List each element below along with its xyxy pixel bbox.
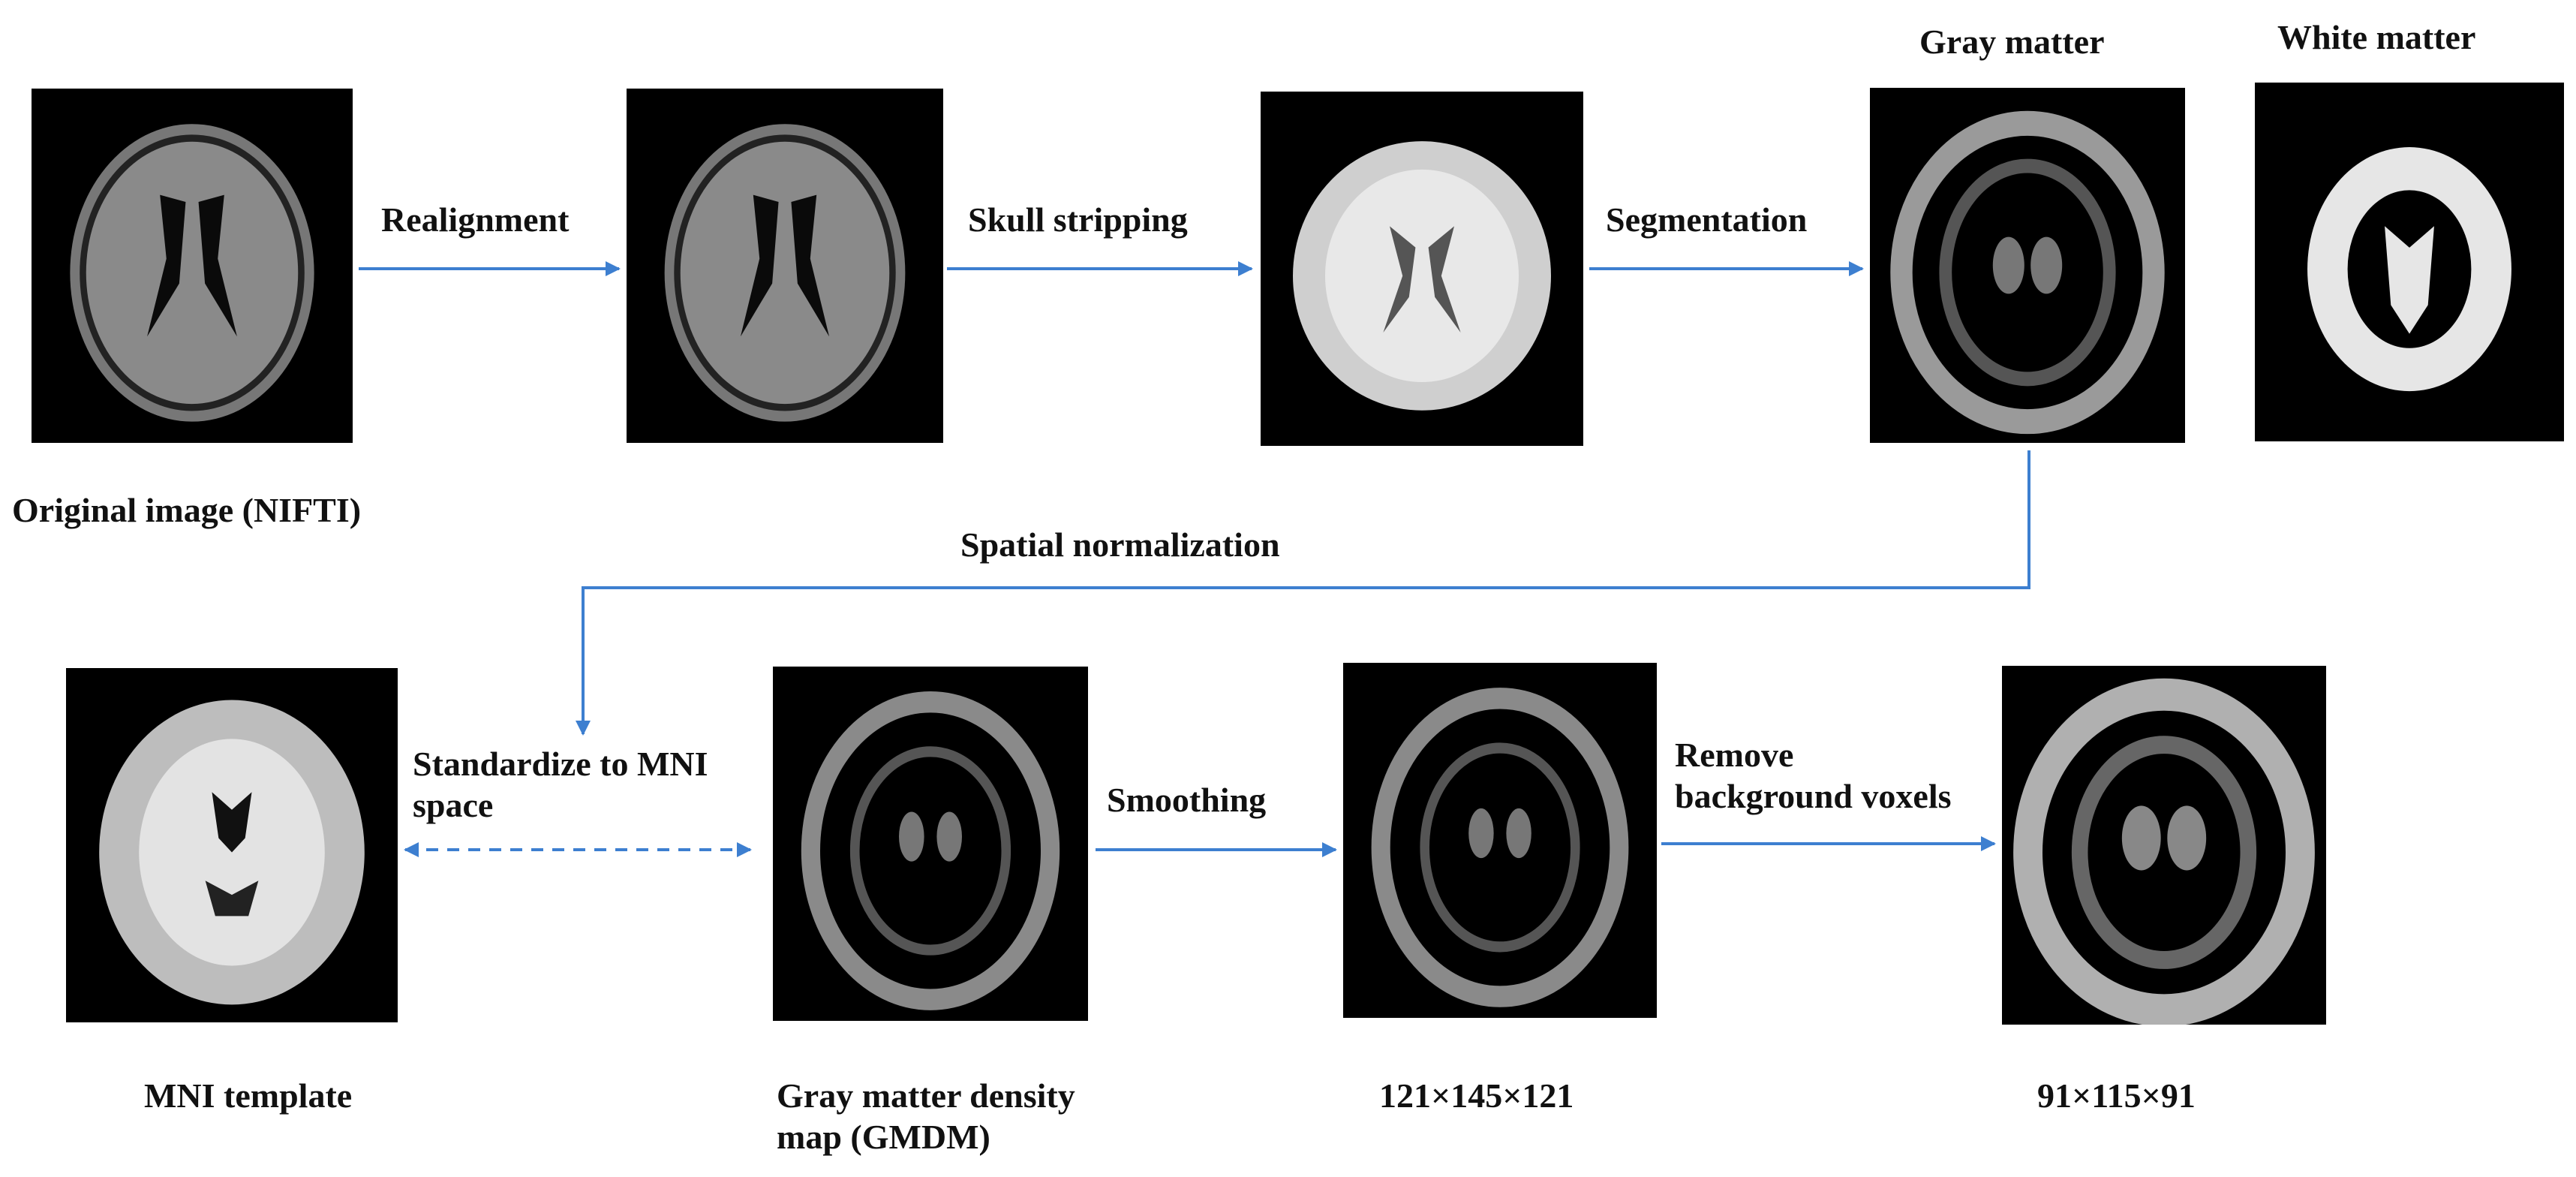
spatial-normalization-label: Spatial normalization <box>960 525 1280 564</box>
white-matter-image <box>2255 83 2564 441</box>
gmdm-label-line2: map (GMDM) <box>777 1118 990 1157</box>
smoothing-label: Smoothing <box>1107 781 1267 819</box>
skull-stripping-label: Skull stripping <box>968 200 1188 239</box>
gray-matter-label: Gray matter <box>1919 23 2105 61</box>
gmdm-label: Gray matter density map (GMDM) <box>777 1075 1075 1157</box>
standardize-label-line1: Standardize to MNI <box>413 745 708 783</box>
skull-stripped-image <box>1261 92 1583 446</box>
white-matter-label: White matter <box>2277 18 2476 56</box>
standardize-label: Standardize to MNI space <box>413 743 708 826</box>
spatial-normalization-arrow <box>576 450 2030 736</box>
original-mri-image <box>32 89 353 443</box>
gmdm-image <box>773 667 1088 1021</box>
gray-matter-image <box>1870 88 2185 443</box>
realigned-mri-image <box>627 89 943 443</box>
remove-background-label-line2: background voxels <box>1675 777 1952 816</box>
segmentation-label: Segmentation <box>1606 200 1808 239</box>
standardize-label-line2: space <box>413 786 494 825</box>
mni-template-label: MNI template <box>144 1076 353 1115</box>
mni-template-image <box>66 668 398 1022</box>
original-image-label: Original image (NIFTI) <box>12 491 362 529</box>
gmdm-label-line1: Gray matter density <box>777 1076 1075 1115</box>
realignment-label: Realignment <box>381 200 570 239</box>
remove-background-label-line1: Remove <box>1675 736 1794 774</box>
cropped-gm-image <box>2002 666 2326 1025</box>
smoothed-gm-image <box>1343 663 1657 1018</box>
dims-91-label: 91×115×91 <box>2037 1076 2196 1115</box>
remove-background-label: Remove background voxels <box>1675 734 1952 817</box>
dims-121-label: 121×145×121 <box>1379 1076 1574 1115</box>
